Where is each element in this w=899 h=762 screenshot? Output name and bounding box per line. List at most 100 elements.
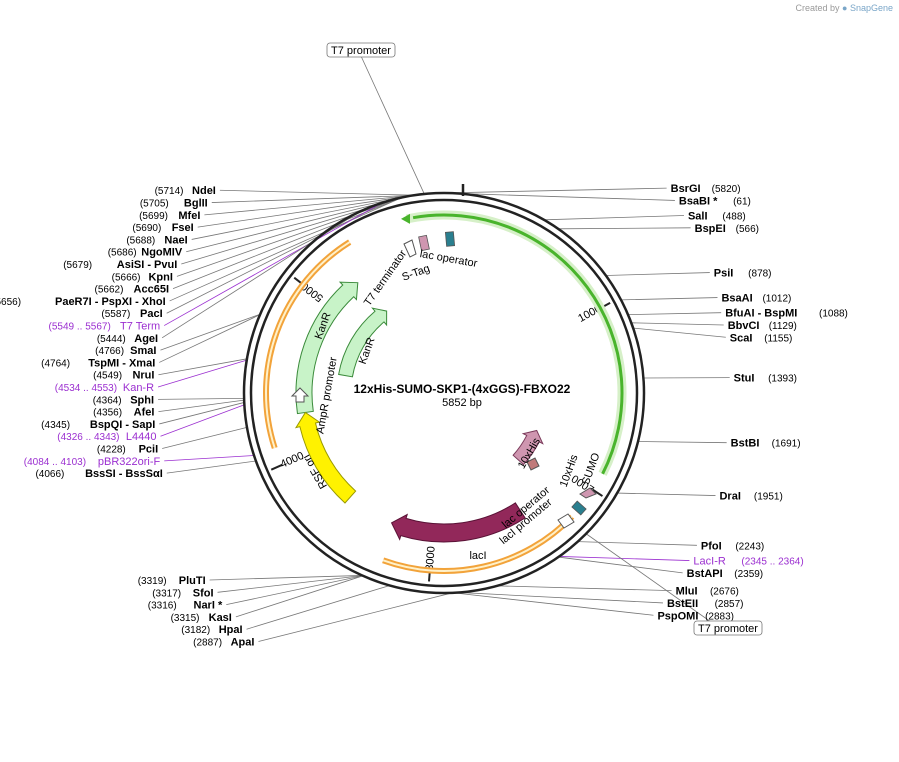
enzyme-site-smai[interactable]: SmaI(4766): [95, 345, 156, 357]
primer-pbr322ori-f[interactable]: (4084 .. 4103)pBR322ori-F: [24, 456, 161, 468]
enzyme-site-kasi[interactable]: KasI(3315): [171, 612, 232, 624]
enzyme-position: (2883): [705, 611, 734, 622]
enzyme-site-tspmi-xmai[interactable]: TspMI - XmaI(4764): [41, 357, 155, 369]
leader-naei: [191, 195, 410, 240]
enzyme-name: BstEII: [667, 598, 698, 610]
leader-bspqi-sapi: [159, 402, 245, 425]
enzyme-site-pluti[interactable]: PluTI(3319): [138, 575, 206, 587]
primer-kan-r[interactable]: (4534 .. 4553)Kan-R: [55, 382, 154, 394]
laci-arrow[interactable]: [390, 502, 526, 543]
his1-box[interactable]: [526, 457, 540, 471]
enzyme-site-kpni[interactable]: KpnI (5666): [112, 271, 173, 283]
enzyme-name: DraI: [719, 491, 740, 503]
enzyme-site-pcii[interactable]: PciI(4228): [97, 444, 158, 456]
leader-psii: [605, 272, 710, 276]
enzyme-position: (2887): [193, 638, 222, 649]
enzyme-name: NgoMIV: [141, 247, 183, 259]
enzyme-site-afei[interactable]: AfeI (4356): [93, 407, 154, 419]
his2-box[interactable]: [579, 487, 597, 499]
enzyme-site-paer7i-pspxi-xhoi[interactable]: PaeR7I - PspXI - XhoI(5656): [0, 296, 166, 308]
primer-l4440[interactable]: (4326 .. 4343)L4440: [57, 431, 156, 443]
cds-arc[interactable]: [412, 213, 624, 475]
enzyme-name: SfoI: [193, 587, 214, 599]
enzyme-site-ngomiv[interactable]: NgoMIV(5686): [108, 247, 183, 259]
enzyme-site-bfuai-bspmi[interactable]: BfuAI - BspMI(1088): [725, 308, 848, 320]
enzyme-site-stui[interactable]: StuI(1393): [734, 373, 797, 385]
primer-name: pBR322ori-F: [98, 456, 161, 468]
s-tag-box[interactable]: [418, 234, 430, 252]
enzyme-name: AfeI: [134, 407, 155, 419]
enzyme-site-bbvci[interactable]: BbvCI(1129): [728, 320, 797, 332]
enzyme-position: (5690): [132, 223, 161, 234]
enzyme-position: (5820): [712, 184, 741, 195]
leader-scai: [633, 327, 726, 338]
enzyme-position: (1129): [769, 321, 797, 332]
enzyme-position: (4356): [93, 408, 122, 419]
kanr-inner-arrow[interactable]: [338, 307, 388, 378]
enzyme-position: (3182): [181, 625, 210, 636]
leader-pluti: [209, 575, 363, 581]
enzyme-site-bspqi-sapi[interactable]: BspQI - SapI(4345): [41, 419, 155, 431]
lac-operator-top[interactable]: [444, 231, 456, 247]
enzyme-site-bsssi-bsss-i[interactable]: BssSI - BssSαI(4066): [35, 468, 162, 480]
boxed-label-t7-promoter[interactable]: T7 promoter: [326, 42, 396, 58]
primer-t7-term[interactable]: (5549 .. 5567)T7 Term: [49, 321, 161, 333]
enzyme-name: BsaBI *: [679, 195, 718, 207]
enzyme-site-acc65i[interactable]: Acc65I(5662): [95, 284, 170, 296]
enzyme-site-bsaai[interactable]: BsaAI(1012): [721, 293, 791, 305]
enzyme-site-sfoi[interactable]: SfoI (3317): [152, 587, 213, 599]
tick-label-3000: 3000: [424, 546, 438, 571]
primer-range: (4534 .. 4553): [55, 383, 117, 394]
enzyme-site-sali[interactable]: SalI(488): [688, 211, 746, 223]
enzyme-position: (4228): [97, 445, 126, 456]
rsf-ori-arrow[interactable]: [294, 411, 357, 504]
enzyme-site-paci[interactable]: PacI(5587): [101, 308, 162, 320]
enzyme-site-agei[interactable]: AgeI(5444): [97, 333, 158, 345]
leader-bsaai: [620, 297, 718, 301]
enzyme-site-mfei[interactable]: MfeI(5699): [139, 210, 200, 222]
enzyme-site-bspei[interactable]: BspEI(566): [695, 223, 759, 235]
enzyme-site-asisi-pvui[interactable]: AsiSI - PvuI(5679): [63, 259, 177, 271]
enzyme-position: (3317): [152, 588, 181, 599]
kanr-outer-arrow[interactable]: [295, 281, 359, 415]
enzyme-site-mlui[interactable]: MluI(2676): [676, 586, 739, 598]
leader-ndei: [219, 189, 415, 196]
enzyme-site-fsei[interactable]: FseI(5690): [132, 222, 193, 234]
enzyme-position: (1012): [762, 294, 791, 305]
t7-terminator-icon: [403, 239, 417, 258]
enzyme-site-drai[interactable]: DraI(1951): [719, 491, 782, 503]
enzyme-name: BspEI: [695, 223, 726, 235]
enzyme-site-apai[interactable]: ApaI(2887): [193, 637, 254, 649]
enzyme-site-nari[interactable]: NarI *(3316): [148, 600, 223, 612]
enzyme-name: PaeR7I - PspXI - XhoI: [55, 296, 166, 308]
plasmid-length: 5852 bp: [442, 397, 482, 409]
enzyme-position: (5666): [112, 272, 141, 283]
enzyme-site-scai[interactable]: ScaI(1155): [730, 332, 793, 344]
enzyme-site-nrui[interactable]: NruI(4549): [93, 370, 154, 382]
enzyme-site-pspomi[interactable]: PspOMI(2883): [657, 610, 734, 622]
enzyme-site-bsrgi[interactable]: BsrGI(5820): [671, 183, 741, 195]
enzyme-site-hpai[interactable]: HpaI (3182): [181, 624, 242, 636]
enzyme-name: KpnI: [148, 271, 172, 283]
enzyme-site-naei[interactable]: NaeI(5688): [126, 234, 187, 246]
plasmid-name: 12xHis-SUMO-SKP1-(4xGGS)-FBXO22: [354, 382, 571, 396]
enzyme-site-sphi[interactable]: SphI(4364): [93, 394, 154, 406]
enzyme-site-pfoi[interactable]: PfoI(2243): [701, 540, 764, 552]
enzyme-site-psii[interactable]: PsiI(878): [714, 268, 772, 280]
boxed-label-t7-promoter[interactable]: T7 promoter: [693, 620, 763, 636]
leader-mlui: [497, 585, 672, 592]
credit-prefix: Created by: [795, 3, 840, 13]
enzyme-site-bsteii[interactable]: BstEII(2857): [667, 598, 744, 610]
feature-label-sumo: SUMO: [580, 451, 603, 487]
leader-bsrgi: [437, 187, 667, 194]
enzyme-name: HpaI: [219, 624, 243, 636]
enzyme-site-bstbi[interactable]: BstBI(1691): [731, 438, 801, 450]
primer-laci-r[interactable]: (2345 .. 2364)LacI-R: [693, 556, 803, 568]
enzyme-position: (5444): [97, 334, 126, 345]
enzyme-site-bstapi[interactable]: BstAPI(2359): [687, 568, 764, 580]
sumo-arrow[interactable]: [512, 429, 544, 466]
enzyme-site-ndei[interactable]: NdeI(5714): [155, 185, 216, 197]
enzyme-site-bsabi[interactable]: BsaBI *(61): [679, 195, 751, 207]
enzyme-site-bglii[interactable]: BglII(5705): [140, 198, 208, 210]
lac-operator-bottom[interactable]: [571, 500, 587, 516]
